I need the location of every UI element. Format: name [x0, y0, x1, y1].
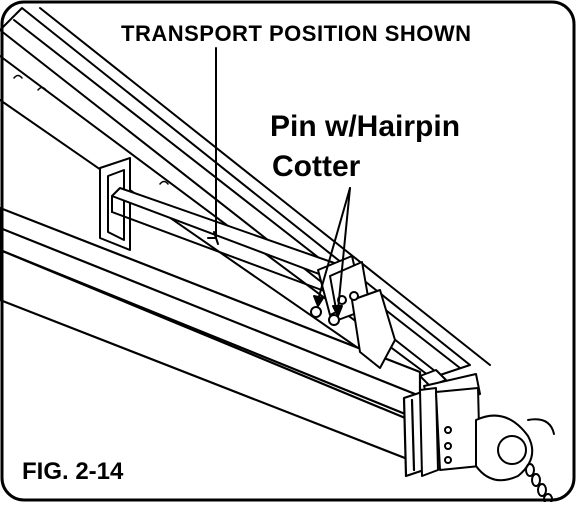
pin-leader-arrows: [313, 187, 351, 317]
cotter-label: Cotter: [272, 150, 361, 183]
hitch-assembly: [419, 369, 555, 482]
safety-chain: [525, 463, 553, 505]
transport-leader: [207, 47, 217, 239]
mounting-plate: [99, 157, 131, 251]
figure-number: FIG. 2-14: [22, 458, 124, 485]
transport-position-label: TRANSPORT POSITION SHOWN: [118, 22, 475, 46]
pin-hairpin-label: Pin w/Hairpin: [270, 110, 461, 143]
